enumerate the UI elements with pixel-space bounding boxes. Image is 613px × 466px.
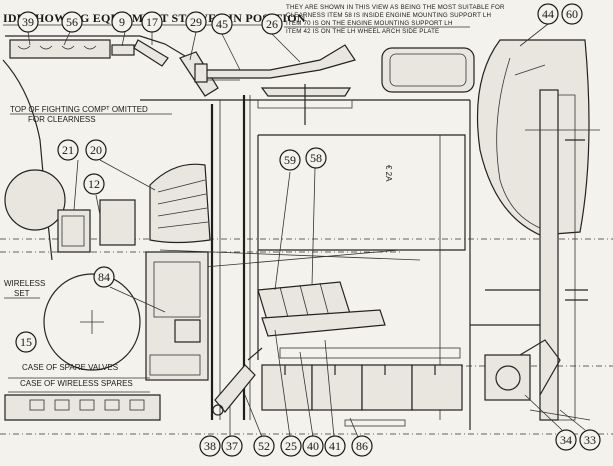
note-line-2: CLEARNESS ITEM 58 IS INSIDE ENGINE MOUNT…: [286, 12, 491, 19]
callout-86: 86: [351, 435, 373, 457]
svg-text:20: 20: [90, 143, 102, 157]
callout-20: 20: [85, 139, 107, 161]
svg-text:15: 15: [20, 335, 32, 349]
svg-text:12: 12: [88, 177, 100, 191]
callout-15: 15: [15, 331, 37, 353]
tool-26: [194, 44, 356, 125]
callout-17: 17: [141, 11, 163, 33]
svg-text:37: 37: [226, 439, 238, 453]
callout-41: 41: [324, 435, 346, 457]
callout-26: 26: [261, 13, 283, 35]
hull-structure: [2, 59, 471, 430]
svg-text:44: 44: [542, 7, 554, 21]
svg-text:59: 59: [284, 153, 296, 167]
callout-34: 34: [555, 429, 577, 451]
centre-mark: € 2A: [384, 165, 393, 182]
box-44: [381, 47, 475, 93]
callout-56: 56: [61, 11, 83, 33]
svg-text:34: 34: [560, 433, 572, 447]
note-block: THEY ARE SHOWN IN THIS VIEW AS BEING THE…: [284, 4, 505, 35]
label-wireless-line-2: SET: [14, 289, 30, 298]
stowage-58-59: [257, 281, 386, 337]
svg-text:26: 26: [266, 17, 278, 31]
lever-37-38: [212, 347, 263, 416]
label-fighting-top-line-1: TOP OF FIGHTING COMPᵀ OMITTED: [10, 105, 148, 114]
svg-text:9: 9: [119, 15, 125, 29]
callout-59: 59: [279, 149, 301, 171]
svg-text:38: 38: [204, 439, 216, 453]
svg-text:41: 41: [329, 439, 341, 453]
svg-text:39: 39: [22, 15, 34, 29]
battery-boxes: [261, 347, 463, 427]
note-line-1: THEY ARE SHOWN IN THIS VIEW AS BEING THE…: [286, 4, 505, 11]
svg-text:58: 58: [310, 151, 322, 165]
svg-text:56: 56: [66, 15, 78, 29]
callout-39: 39: [17, 11, 39, 33]
svg-text:29: 29: [190, 15, 202, 29]
callout-29: 29: [185, 11, 207, 33]
svg-text:17: 17: [146, 15, 158, 29]
right-rail: [470, 89, 600, 421]
svg-text:45: 45: [216, 17, 228, 31]
top-stowage-strip: [5, 35, 219, 97]
callout-45: 45: [211, 13, 233, 35]
callout-12: 12: [83, 173, 105, 195]
callout-9: 9: [111, 11, 133, 33]
svg-text:52: 52: [258, 439, 270, 453]
svg-text:33: 33: [584, 433, 596, 447]
svg-text:60: 60: [566, 7, 578, 21]
label-spare-valves: CASE OF SPARE VALVES: [22, 363, 118, 372]
label-fighting-top-line-2: FOR CLEARNESS: [28, 115, 96, 124]
svg-text:84: 84: [98, 270, 110, 284]
svg-text:21: 21: [62, 143, 74, 157]
callout-44: 44: [537, 3, 559, 25]
callout-33: 33: [579, 429, 601, 451]
callout-38: 38: [199, 435, 221, 457]
label-wireless-spares: CASE OF WIRELESS SPARES: [20, 379, 133, 388]
wireless-set: [43, 251, 209, 381]
note-line-4: ITEM 42 IS ON THE LH WHEEL ARCH SIDE PLA…: [286, 28, 439, 35]
spare-cases: [4, 377, 161, 421]
note-line-3: ITEM 70 IS ON THE ENGINE MOUNTING SUPPOR…: [286, 20, 453, 27]
left-mechanism: [4, 163, 211, 253]
svg-text:86: 86: [356, 439, 368, 453]
tank-60: [476, 39, 590, 236]
leader-lines: [27, 23, 586, 438]
callout-52: 52: [253, 435, 275, 457]
callout-58: 58: [305, 147, 327, 169]
label-wireless-line-1: WIRELESS: [4, 279, 45, 288]
callout-25: 25: [280, 435, 302, 457]
callout-21: 21: [57, 139, 79, 161]
callout-37: 37: [221, 435, 243, 457]
svg-text:25: 25: [285, 439, 297, 453]
callout-84: 84: [93, 266, 115, 288]
svg-text:40: 40: [307, 439, 319, 453]
callout-40: 40: [302, 435, 324, 457]
callout-60: 60: [561, 3, 583, 25]
